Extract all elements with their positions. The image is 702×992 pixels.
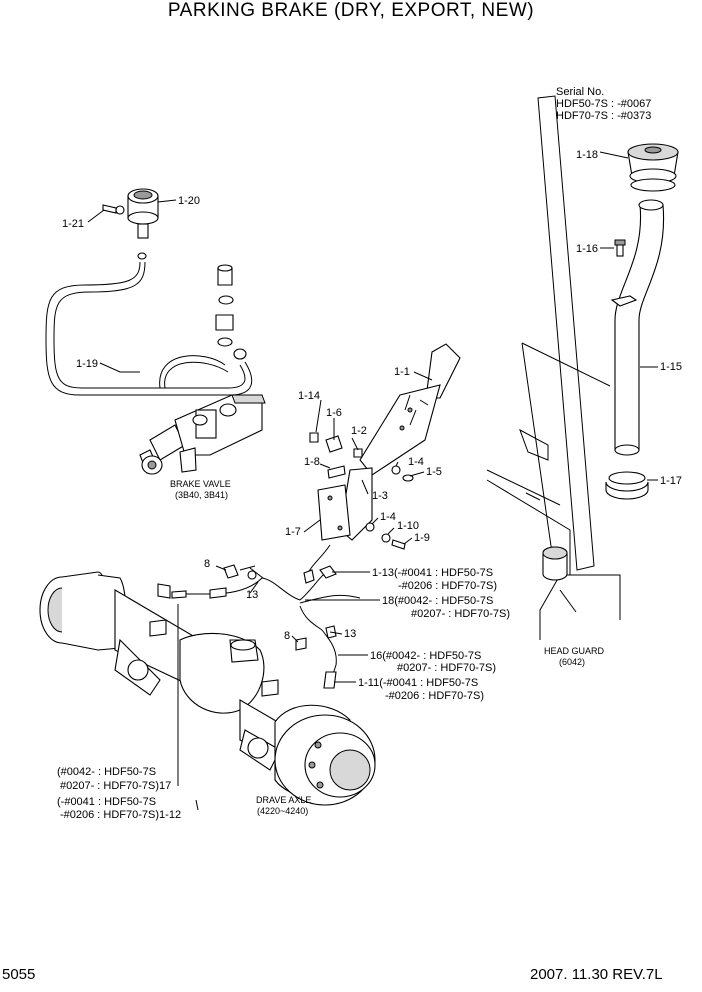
brake-valve-drawing (139, 264, 266, 475)
brake-valve-ref: (3B40, 3B41) (175, 490, 229, 500)
label-1-17: 1-17 (660, 475, 683, 487)
hand-brake-lever (304, 343, 461, 581)
label-1-3: 1-3 (372, 490, 388, 502)
callout-1-12-line2: -#0206 : HDF70-7S)1-12 (60, 809, 182, 821)
label-1-8: 1-8 (304, 456, 320, 468)
label-1-7: 1-7 (285, 526, 301, 538)
brake-valve-label: BRAKE VAVLE (170, 479, 231, 489)
callout-1-13-line2: -#0206 : HDF70-7S) (398, 580, 498, 592)
serial-line-hdf70: HDF70-7S : -#0373 (556, 110, 652, 122)
label-1-20: 1-20 (178, 195, 201, 207)
label-1-21: 1-21 (62, 218, 85, 230)
label-1-4-lower: 1-4 (380, 511, 396, 523)
label-1-18: 1-18 (576, 149, 599, 161)
head-guard-frame (486, 95, 621, 640)
drive-axle-drawing (39, 571, 376, 806)
label-1-1: 1-1 (394, 366, 410, 378)
revision-stamp: 2007. 11.30 REV.7L (530, 966, 663, 983)
tube-and-boot (605, 143, 679, 500)
drive-axle-label: DRAVE AXLE (256, 795, 312, 805)
callout-16-line2: #0207- : HDF70-7S) (397, 662, 497, 674)
label-13-right: 13 (344, 628, 357, 640)
serial-heading: Serial No. (556, 86, 605, 98)
callout-18-line1: 18(#0042- : HDF50-7S (382, 595, 494, 607)
drive-axle-ref: (4220~4240) (257, 806, 309, 816)
label-13-left: 13 (246, 589, 259, 601)
label-1-16: 1-16 (576, 243, 599, 255)
callout-1-13-line1: 1-13(-#0041 : HDF50-7S (372, 567, 494, 579)
reservoir-and-hose (45, 188, 253, 396)
label-1-6: 1-6 (326, 407, 342, 419)
label-8-lower: 8 (284, 630, 291, 642)
label-1-5: 1-5 (426, 466, 442, 478)
leader-lines (87, 151, 658, 811)
label-1-14: 1-14 (298, 390, 321, 402)
head-guard-ref: (6042) (559, 657, 586, 667)
label-1-10: 1-10 (397, 520, 420, 532)
page-title: PARKING BRAKE (DRY, EXPORT, NEW) (167, 0, 535, 21)
callout-17-line2: #0207- : HDF70-7S)17 (60, 780, 172, 792)
callout-1-12-line1: (-#0041 : HDF50-7S (57, 796, 157, 808)
callout-17-line1: (#0042- : HDF50-7S (57, 766, 157, 778)
callout-16-line1: 16(#0042- : HDF50-7S (370, 650, 482, 662)
callout-1-11-line1: 1-11(-#0041 : HDF50-7S (358, 677, 479, 689)
callout-18-line2: #0207- : HDF70-7S) (411, 608, 511, 620)
label-1-2: 1-2 (351, 425, 367, 437)
callout-1-11-line2: -#0206 : HDF70-7S) (385, 690, 485, 702)
label-1-15: 1-15 (660, 361, 683, 373)
label-1-9: 1-9 (414, 532, 430, 544)
page-number: 5055 (2, 966, 36, 983)
label-8-upper: 8 (204, 558, 211, 570)
brake-cables (171, 564, 361, 689)
serial-line-hdf50: HDF50-7S : -#0067 (556, 98, 652, 110)
label-1-19: 1-19 (76, 358, 99, 370)
head-guard-label: HEAD GUARD (544, 646, 605, 656)
label-1-4-upper: 1-4 (408, 456, 424, 468)
